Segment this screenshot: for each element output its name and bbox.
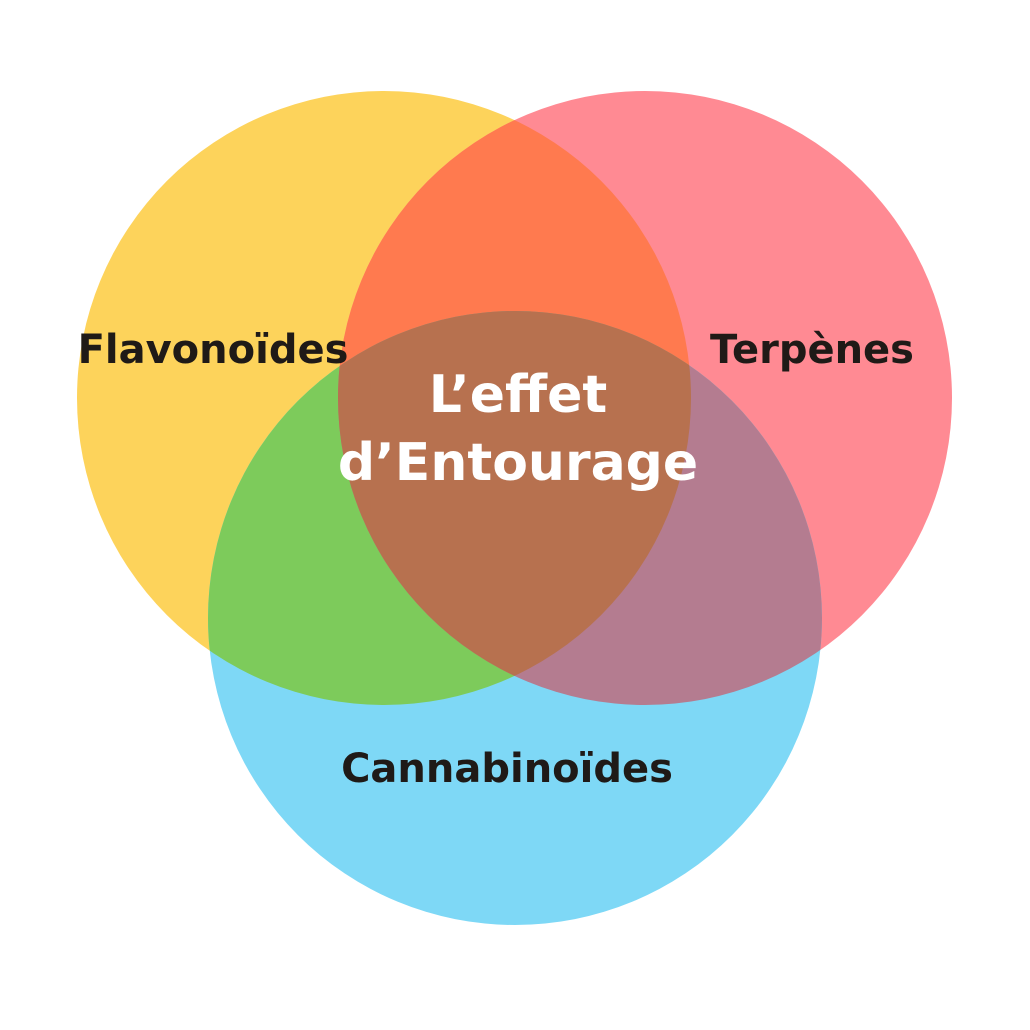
center-intersection: [338, 311, 691, 705]
center-label-line-1: L’effet: [429, 365, 607, 425]
cannabinoides-label: Cannabinoïdes: [341, 746, 673, 792]
flavonoides-label: Flavonoïdes: [78, 327, 349, 373]
center-label-line-2: d’Entourage: [338, 433, 698, 493]
terpenes-label: Terpènes: [710, 327, 914, 373]
